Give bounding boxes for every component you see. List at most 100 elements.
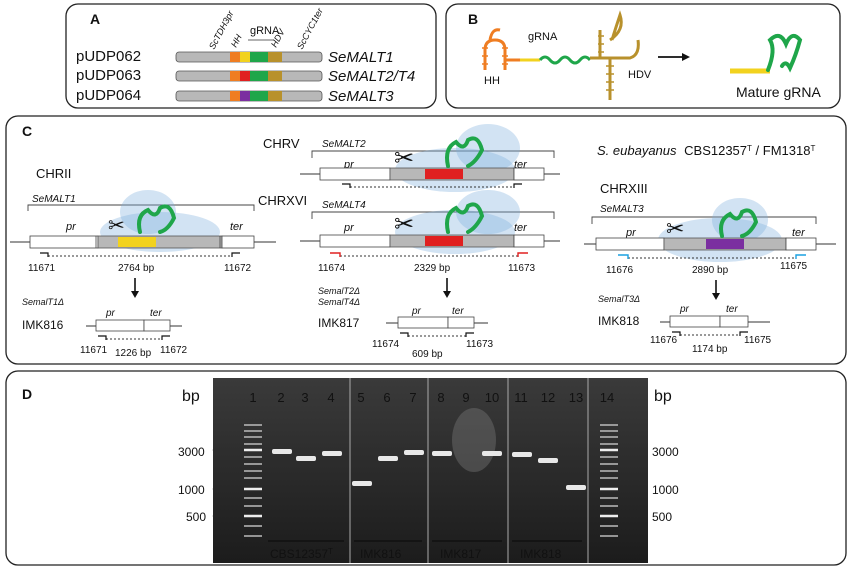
promoter-box (29, 235, 99, 249)
bp-label-right: bp (654, 388, 672, 405)
deletion-genotype-2: SemalT4Δ (318, 297, 360, 307)
grna-icon (719, 208, 759, 238)
deletion-terminator-label: ter (726, 304, 738, 315)
deletion-terminator-label: ter (452, 306, 464, 317)
deletion-promoter-box (95, 319, 145, 332)
forward-primer-icon (40, 252, 49, 257)
hh-structure-label: HH (484, 75, 500, 87)
target-site (425, 236, 463, 246)
ladder-label-3000-left: 3000 (178, 445, 205, 459)
reverse-primer-label: 11675 (780, 261, 808, 272)
target-gene: SeMALT3 (328, 88, 394, 105)
chromosome-label: CHRXIII (600, 181, 648, 196)
deletion-arrowhead (443, 291, 451, 298)
band-lane-2 (272, 449, 292, 454)
deletion-amplicon-size: 1226 bp (115, 348, 152, 359)
terminator-label: ter (230, 221, 244, 233)
panel-d-letter: D (22, 386, 32, 402)
reverse-primer-icon (517, 252, 528, 257)
group-label-imk817: IMK817 (440, 547, 482, 561)
deletion-terminator-box (447, 316, 475, 329)
scaffold-segment (250, 91, 268, 101)
deletion-forward-primer-icon (400, 332, 409, 337)
target-site (425, 169, 463, 179)
deletion-reverse-primer: 11675 (744, 335, 772, 346)
scissors-icon: ✂ (394, 145, 414, 172)
cas9-complex-lobe (456, 190, 520, 234)
reverse-primer-icon (513, 183, 522, 188)
mature-grna-label: Mature gRNA (736, 84, 821, 100)
promoter-label: pr (65, 221, 77, 233)
spacer-segment (240, 71, 250, 81)
amplicon-size: 2329 bp (414, 263, 451, 274)
deletion-strain: IMK816 (22, 318, 64, 332)
band-lane-3 (296, 456, 316, 461)
band-lane-11 (512, 452, 532, 457)
deletion-reverse-primer-icon (739, 331, 748, 336)
plasmid-name: pUDP063 (76, 67, 141, 84)
deletion-terminator-label: ter (150, 308, 162, 319)
scaffold-segment (250, 71, 268, 81)
group-label-sup: T (328, 547, 333, 556)
target-gene: SeMALT1 (328, 49, 394, 66)
hdv-segment (268, 52, 282, 62)
promoter-label: pr (343, 222, 355, 234)
locus-chrxiii: CHRXIII SeMALT3 pr ter ✂ 11676 2890 bp 1… (584, 181, 836, 355)
plasmid-name: pUDP062 (76, 48, 141, 65)
reverse-primer-icon (231, 252, 240, 257)
deletion-strain: IMK818 (598, 314, 640, 328)
band-lane-4 (322, 451, 342, 456)
band-lane-5 (352, 481, 372, 486)
mature-scaffold (766, 33, 803, 73)
ladder-label-500-left: 500 (186, 510, 206, 524)
forward-primer-label: 11674 (318, 263, 346, 274)
deletion-amplicon-size: 609 bp (412, 349, 443, 360)
lane-number: 14 (600, 390, 614, 405)
lane-number: 4 (327, 390, 334, 405)
band-lane-13 (566, 485, 586, 490)
band-lane-8 (432, 451, 452, 456)
terminator-box (785, 237, 817, 251)
target-site (118, 237, 156, 247)
lane-number: 2 (277, 390, 284, 405)
deletion-genotype: SemalT3Δ (598, 294, 640, 304)
promoter-label: pr (625, 227, 637, 239)
ladder-label-500-right: 500 (652, 510, 672, 524)
ladder-label-3000-right: 3000 (652, 445, 679, 459)
group-label-imk816: IMK816 (360, 547, 402, 561)
lane-number: 11 (514, 390, 528, 405)
hh-ribozyme-structure (482, 28, 520, 70)
strain-sup-2: T (810, 144, 815, 153)
hdv-structure-label: HDV (628, 69, 652, 81)
panel-a-frame (65, 3, 437, 109)
gel-smear (452, 408, 496, 472)
construct-row-pudp062: pUDP062 SeMALT1 (76, 48, 394, 66)
lane-number: 7 (409, 390, 416, 405)
forward-primer-label: 11676 (606, 265, 634, 276)
lane-number: 13 (569, 390, 583, 405)
band-lane-10 (482, 451, 502, 456)
construct-row-pudp064: pUDP064 SeMALT3 (76, 87, 394, 105)
band-lane-6 (378, 456, 398, 461)
lane-number: 8 (437, 390, 444, 405)
target-gene: SeMALT2/T4 (328, 68, 415, 85)
deletion-amplicon-size: 1174 bp (692, 344, 728, 355)
scissors-icon: ✂ (108, 215, 125, 237)
deletion-genotype-1: SemalT2Δ (318, 286, 360, 296)
gene-bracket (311, 211, 555, 219)
group-label-cbs12357: CBS12357T (270, 547, 333, 562)
scaffold-segment (250, 52, 268, 62)
cas9-complex-lobe (456, 124, 520, 172)
gene-bracket (591, 216, 817, 224)
lane-number: 3 (301, 390, 308, 405)
gene-name: SeMALT1 (32, 194, 76, 205)
hh-segment (230, 91, 240, 101)
chromosome-label: CHRII (36, 166, 71, 181)
panel-b: B HH gRNA HDV Mature gRNA (445, 3, 841, 109)
strain-id: CBS12357 (684, 143, 747, 158)
gel-image (213, 378, 648, 563)
deletion-forward-primer: 11676 (650, 335, 678, 346)
hh-segment (230, 52, 240, 62)
deletion-reverse-primer: 11673 (466, 339, 494, 350)
deletion-arrowhead (712, 293, 720, 300)
